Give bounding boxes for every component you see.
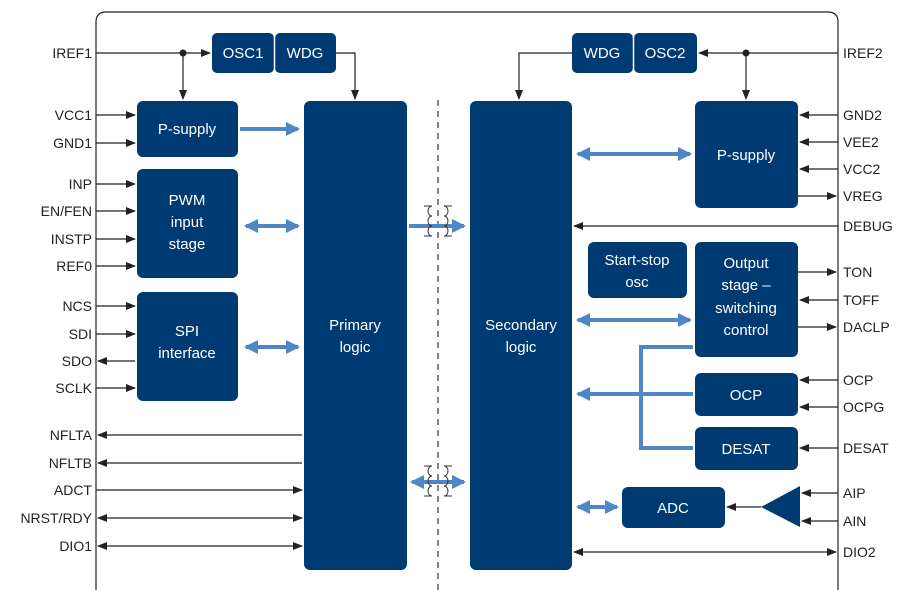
wdg1-block: [275, 33, 336, 73]
pin-aip: AIP: [843, 485, 866, 501]
junction-dot: [742, 49, 750, 57]
startstop-label-1: Start-stop: [604, 252, 669, 269]
pin-ain: AIN: [843, 513, 866, 529]
primary-logic-block: [304, 101, 407, 570]
secondary-label-2: logic: [506, 339, 537, 356]
output-stage-block: [695, 242, 798, 357]
pin-gnd2: GND2: [843, 107, 882, 123]
pin-iref1: IREF1: [52, 45, 92, 61]
pin-sdi: SDI: [69, 326, 92, 342]
startstop-label-2: osc: [625, 274, 649, 291]
isolation-transformer-top: [424, 205, 452, 237]
psupply2-label: P-supply: [717, 147, 776, 164]
pin-vcc1: VCC1: [55, 107, 93, 123]
pwm-label-2: input: [171, 214, 204, 231]
chip-outline: [95, 11, 839, 590]
osc1-label: OSC1: [223, 45, 264, 62]
adc-block: [622, 487, 725, 528]
osc2-label: OSC2: [645, 45, 686, 62]
pwm-label-1: PWM: [169, 192, 206, 209]
primary-label-2: logic: [340, 339, 371, 356]
secondary-label-1: Secondary: [485, 317, 557, 334]
pin-ton: TON: [843, 264, 872, 280]
pin-adct: ADCT: [54, 482, 93, 498]
desat-block: [695, 427, 798, 470]
spi-label-1: SPI: [175, 323, 199, 340]
amplifier-triangle: [761, 486, 800, 527]
osc2-block: [634, 33, 697, 73]
pin-vreg: VREG: [843, 188, 883, 204]
pin-sclk: SCLK: [55, 380, 92, 396]
osc1-block: [212, 33, 274, 73]
pin-ocp: OCP: [843, 372, 873, 388]
ocp-block: [695, 373, 798, 416]
pin-ref0: REF0: [56, 258, 92, 274]
pin-vcc2: VCC2: [843, 161, 881, 177]
wdg1-label: WDG: [287, 45, 324, 62]
ocp-label: OCP: [730, 387, 763, 404]
startstop-block: [588, 242, 687, 298]
wdg2-label: WDG: [584, 45, 621, 62]
pwm-block: [137, 169, 238, 278]
junction-dot: [179, 49, 187, 57]
pin-nflta: NFLTA: [50, 427, 93, 443]
spi-block: [137, 292, 238, 401]
desat-label: DESAT: [722, 441, 771, 458]
pin-desat: DESAT: [843, 440, 889, 456]
wdg2-block: [572, 33, 633, 73]
pin-dio2: DIO2: [843, 544, 876, 560]
pin-debug: DEBUG: [843, 218, 893, 234]
pin-nrst-rdy: NRST/RDY: [20, 510, 92, 526]
secondary-logic-block: [470, 101, 572, 570]
pin-ocpg: OCPG: [843, 399, 884, 415]
pwm-label-3: stage: [169, 236, 206, 253]
output-label-1: Output: [723, 255, 769, 272]
pin-instp: INSTP: [51, 231, 92, 247]
output-label-3: switching: [715, 300, 777, 317]
psupply2-block: [695, 101, 798, 208]
pin-nfltb: NFLTB: [49, 455, 92, 471]
pin-daclp: DACLP: [843, 319, 890, 335]
isolation-transformer-bottom: [424, 465, 452, 497]
psupply1-block: [137, 101, 238, 157]
pin-toff: TOFF: [843, 292, 879, 308]
adc-label: ADC: [657, 500, 689, 517]
primary-label-1: Primary: [329, 317, 381, 334]
psupply1-label: P-supply: [158, 121, 217, 138]
pin-ncs: NCS: [62, 298, 92, 314]
pin-inp: INP: [69, 176, 92, 192]
pin-dio1: DIO1: [59, 538, 92, 554]
pin-vee2: VEE2: [843, 134, 879, 150]
pin-en-fen: EN/FEN: [41, 203, 92, 219]
pin-iref2: IREF2: [843, 45, 883, 61]
spi-label-2: interface: [158, 345, 216, 362]
output-label-4: control: [723, 322, 768, 339]
output-label-2: stage –: [721, 277, 771, 294]
pin-gnd1: GND1: [53, 135, 92, 151]
pin-sdo: SDO: [62, 353, 92, 369]
